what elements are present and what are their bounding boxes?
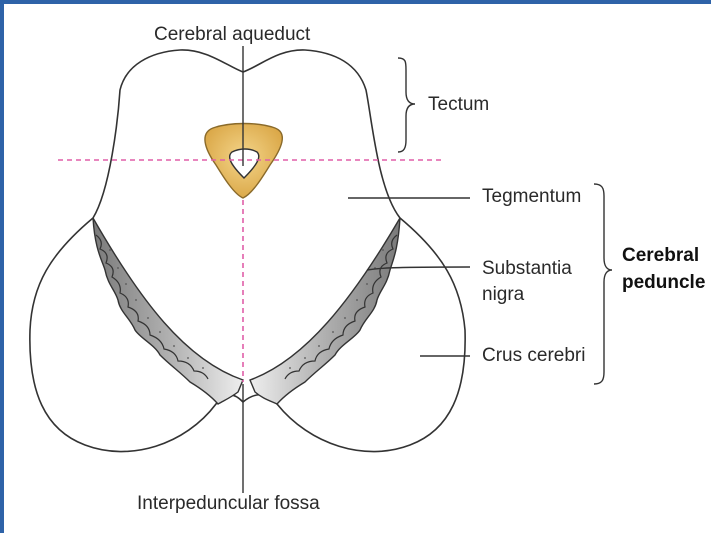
peduncle-brace	[594, 184, 612, 384]
label-interpeduncular-fossa: Interpeduncular fossa	[137, 493, 320, 515]
label-substantia: Substantia	[482, 258, 572, 280]
label-crus-cerebri: Crus cerebri	[482, 345, 585, 367]
tectum-brace	[398, 58, 415, 152]
midbrain-outline	[30, 50, 465, 452]
label-cerebral-aqueduct: Cerebral aqueduct	[154, 24, 310, 46]
label-nigra: nigra	[482, 284, 524, 306]
label-tegmentum: Tegmentum	[482, 186, 581, 208]
label-tectum: Tectum	[428, 94, 489, 116]
label-peduncle: peduncle	[622, 272, 705, 294]
label-cerebral: Cerebral	[622, 245, 699, 267]
